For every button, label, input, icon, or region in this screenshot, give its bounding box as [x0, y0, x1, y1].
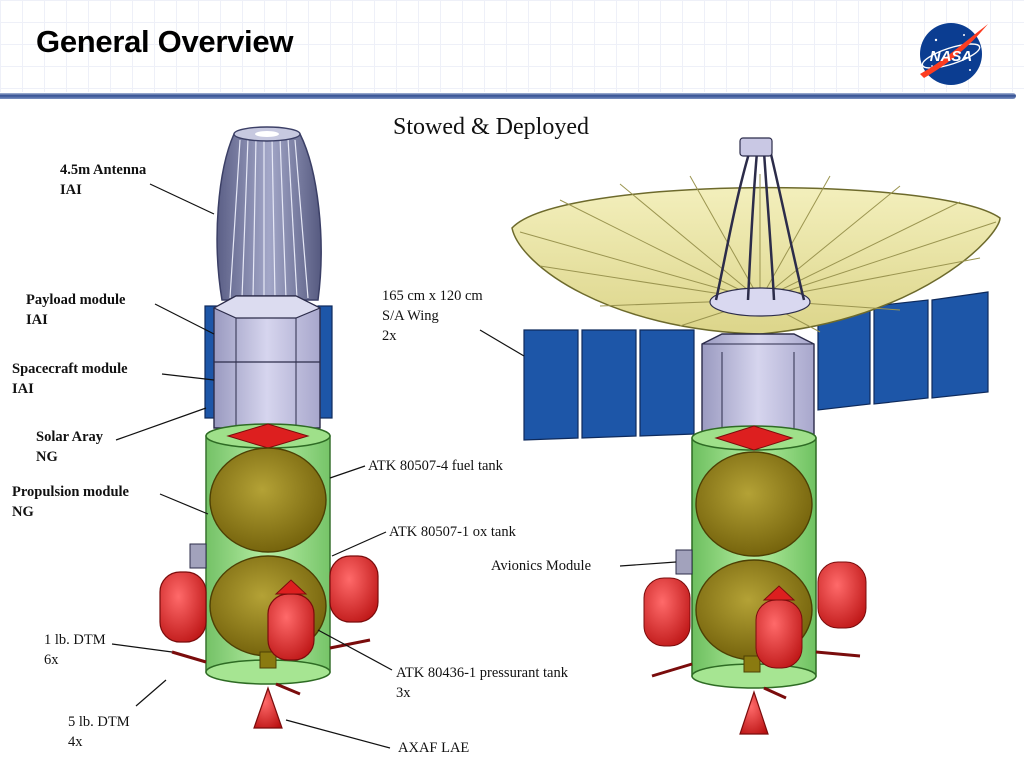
label-avionics-module: Avionics Module — [491, 558, 592, 574]
deployed-thrusters — [651, 650, 861, 700]
deployed-lae-nozzle — [739, 690, 769, 735]
slide-header: General Overview NASA — [0, 0, 1024, 92]
label-spacecraft-module: Spacecraft module IAI — [12, 361, 128, 397]
slide-title: General Overview — [36, 24, 294, 59]
label-solar-array: Solar Aray NG — [36, 429, 103, 465]
stowed-propulsion-module — [205, 423, 331, 685]
stowed-pressurant-tanks — [159, 555, 379, 661]
stowed-antenna — [216, 126, 322, 301]
deployed-module-stack — [701, 333, 815, 437]
leader-lines — [111, 183, 677, 749]
label-pressurant-tank: ATK 80436-1 pressurant tank 3x — [396, 665, 568, 701]
label-5lb-dtm: 5 lb. DTM 4x — [68, 714, 130, 750]
spacecraft-diagram — [111, 126, 1001, 749]
stowed-avionics-box — [189, 543, 207, 569]
deployed-dish-antenna — [511, 137, 1001, 335]
stowed-lae-nozzle — [253, 686, 283, 729]
nasa-logo-icon: NASA — [920, 23, 988, 85]
label-1lb-dtm: 1 lb. DTM 6x — [44, 632, 106, 668]
label-axaf-lae: AXAF LAE — [398, 740, 470, 756]
label-payload-module: Payload module IAI — [26, 292, 126, 328]
deployed-avionics-box — [675, 549, 693, 575]
diagram-heading: Stowed & Deployed — [393, 114, 589, 140]
label-ox-tank: ATK 80507-1 ox tank — [389, 524, 516, 540]
label-propulsion-module: Propulsion module NG — [12, 484, 129, 520]
title-rule — [0, 93, 1016, 99]
label-sa-wing: 165 cm x 120 cm S/A Wing 2x — [382, 288, 483, 344]
label-antenna: 4.5m Antenna IAI — [60, 162, 147, 198]
deployed-spacecraft — [511, 137, 1001, 735]
svg-text:NASA: NASA — [930, 48, 973, 65]
deployed-solar-wing-right — [817, 291, 989, 411]
stowed-spacecraft — [159, 126, 379, 729]
stowed-thrusters — [171, 638, 371, 696]
deployed-solar-wing-left — [523, 329, 695, 441]
stowed-module-stack — [212, 295, 322, 429]
deployed-pressurant-tanks — [643, 561, 867, 669]
label-fuel-tank: ATK 80507-4 fuel tank — [368, 458, 503, 474]
